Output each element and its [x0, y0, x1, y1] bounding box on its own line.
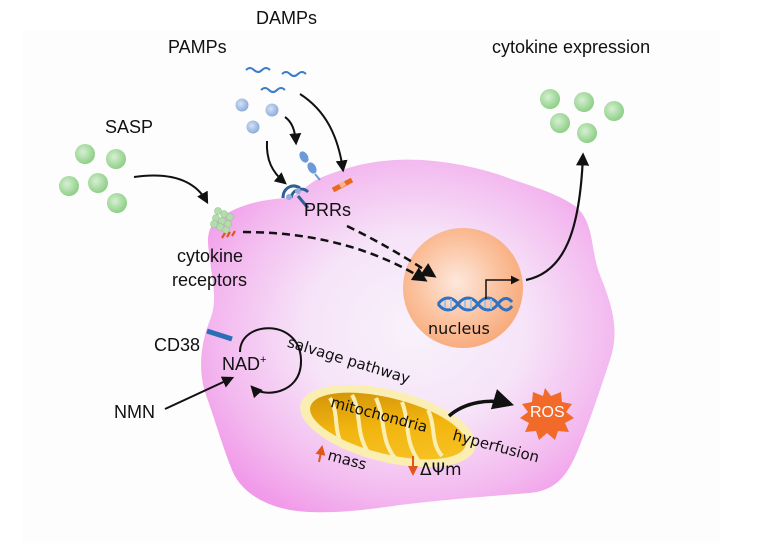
membrane-potential-label: ΔΨm [420, 460, 462, 480]
ros-burst [520, 388, 574, 440]
sasp-arrow [133, 174, 209, 205]
cytokine-export-arrow [525, 152, 590, 282]
ros-label: ROS [530, 404, 565, 421]
cytokine-receptors-label-line2: receptors [172, 270, 248, 290]
cytokine-particles [540, 89, 624, 143]
transcription-arrow [485, 275, 520, 299]
cytokine-receptors-label-line1: cytokine [177, 246, 244, 266]
pamp-arrow-1 [265, 140, 287, 185]
pamp-arrow-2 [284, 116, 302, 146]
prr-receptor-icon [281, 184, 310, 209]
nmn-arrow [164, 376, 235, 410]
receptor-signal-dashed-arrow [242, 230, 428, 282]
sasp-label: SASP [105, 117, 154, 137]
nad-superscript: + [260, 354, 267, 366]
prrs-label: PRRs [304, 200, 352, 220]
sasp-particles [59, 144, 127, 213]
ros-arrow [447, 389, 515, 418]
nmn-label: NMN [114, 402, 155, 422]
pamps-label: PAMPs [168, 37, 227, 57]
damp-waves [245, 67, 307, 93]
salvage-loop-arrow [239, 327, 303, 399]
cytokine-receptor-icon [210, 207, 236, 239]
nad-text: NAD [222, 354, 261, 374]
cytokine-expression-label: cytokine expression [492, 37, 651, 57]
dna-icon [436, 296, 514, 312]
nucleus-label: nucleus [428, 319, 490, 338]
mitochondria-icon [300, 384, 476, 468]
nad-label: NAD+ [222, 354, 267, 374]
pamp-ligand-icon [299, 151, 321, 181]
damp-arrow [299, 93, 348, 173]
mass-up-arrow [315, 445, 326, 463]
damp-receptor-icon [331, 177, 354, 193]
prr-signal-dashed-arrow [346, 224, 437, 278]
cd38-label: CD38 [154, 335, 201, 355]
damps-label: DAMPs [256, 8, 318, 28]
cell-body [201, 159, 615, 513]
pamp-particles [235, 98, 279, 134]
nucleus [403, 228, 523, 348]
cd38-icon [206, 328, 233, 342]
